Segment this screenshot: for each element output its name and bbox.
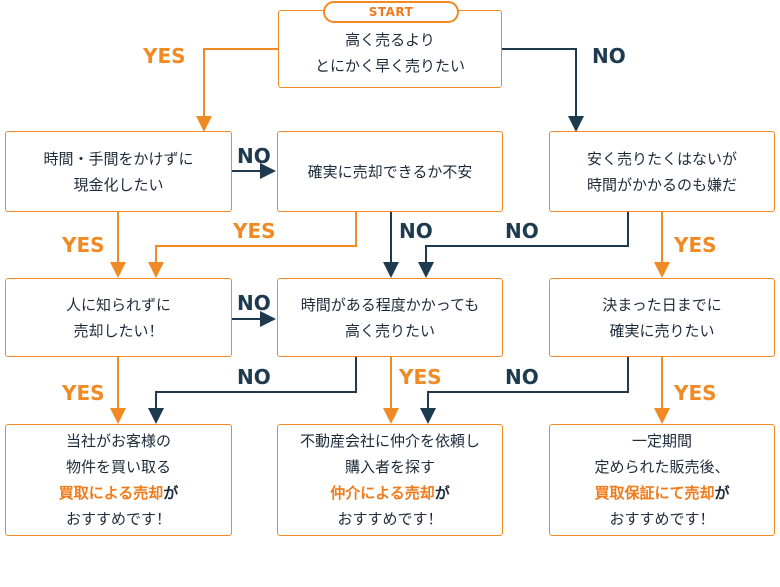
result-guarantee: 一定期間 定められた販売後、 買取保証にて売却が おすすめです！	[549, 424, 775, 536]
node-q2-line1: 時間・手間をかけずに	[43, 149, 194, 168]
node-q1-line1: 高く売るより	[345, 31, 435, 49]
label-q3-yes: YES	[233, 219, 276, 243]
result-brokerage-line1: 不動産会社に仲介を依頼し	[299, 432, 480, 450]
result-brokerage-suffix: が	[434, 484, 450, 502]
result-guarantee-line2: 定められた販売後、	[594, 458, 730, 476]
node-q1: 高く売るより とにかく早く売りたい	[278, 10, 502, 88]
result-buyout-line4: おすすめです！	[65, 510, 171, 528]
node-q4-line1: 安く売りたくはないが	[586, 149, 737, 168]
result-buyout-accent: 買取による売却	[58, 484, 164, 502]
node-q5-line2: 売却したい！	[73, 321, 164, 340]
node-q5: 人に知られずに 売却したい！	[5, 278, 232, 357]
label-start-no: NO	[592, 44, 626, 68]
result-buyout-suffix: が	[163, 484, 179, 502]
result-buyout-line1: 当社がお客様の	[65, 432, 171, 450]
label-q6-yes: YES	[399, 365, 442, 389]
node-q1-line2: とにかく早く売りたい	[314, 57, 465, 75]
result-brokerage: 不動産会社に仲介を依頼し 購入者を探す 仲介による売却が おすすめです！	[277, 424, 503, 536]
label-q3-no: NO	[399, 219, 433, 243]
label-q7-yes: YES	[674, 381, 717, 405]
label-q5-yes: YES	[62, 381, 105, 405]
label-q4-yes: YES	[674, 233, 717, 257]
label-q7-no: NO	[505, 365, 539, 389]
node-q6-line1: 時間がある程度かかっても	[300, 295, 480, 314]
arrow-q4-no	[418, 212, 629, 278]
label-q6-no: NO	[237, 365, 271, 389]
result-brokerage-line4: おすすめです！	[337, 510, 443, 528]
result-buyout-line2: 物件を買い取る	[65, 458, 171, 476]
arrow-q6-no	[148, 357, 357, 424]
node-q2: 時間・手間をかけずに 現金化したい	[5, 131, 232, 212]
arrow-q3-yes	[148, 212, 357, 278]
result-buyout-line3: 買取による売却が	[59, 480, 179, 506]
node-q4: 安く売りたくはないが 時間がかかるのも嫌だ	[549, 131, 775, 212]
result-brokerage-line2: 購入者を探す	[344, 458, 435, 476]
node-q2-line2: 現金化したい	[73, 175, 164, 194]
start-badge: START	[323, 1, 459, 23]
result-guarantee-accent: 買取保証にて売却	[594, 484, 715, 502]
label-q5-no: NO	[237, 291, 271, 315]
arrow-start-no	[502, 48, 584, 132]
label-q2-no: NO	[237, 144, 271, 168]
label-start-yes: YES	[143, 44, 186, 68]
arrow-q7-no	[420, 357, 629, 424]
node-q3-line1: 確実に売却できるか不安	[307, 162, 473, 181]
result-guarantee-line1: 一定期間	[631, 432, 692, 450]
node-q7: 決まった日までに 確実に売りたい	[549, 278, 775, 357]
result-brokerage-accent: 仲介による売却	[330, 484, 435, 502]
label-q4-no: NO	[505, 219, 539, 243]
label-q2-yes: YES	[62, 233, 105, 257]
result-buyout: 当社がお客様の 物件を買い取る 買取による売却が おすすめです！	[5, 424, 232, 536]
result-guarantee-line4: おすすめです！	[609, 510, 715, 528]
result-guarantee-line3: 買取保証にて売却が	[594, 480, 729, 506]
node-q3: 確実に売却できるか不安	[277, 131, 503, 212]
result-guarantee-suffix: が	[714, 484, 730, 502]
result-brokerage-line3: 仲介による売却が	[330, 480, 450, 506]
node-q5-line1: 人に知られずに	[65, 295, 171, 314]
node-q7-line2: 確実に売りたい	[609, 321, 715, 340]
node-q6-line2: 高く売りたい	[344, 321, 435, 340]
node-q4-line2: 時間がかかるのも嫌だ	[586, 175, 737, 194]
node-q6: 時間がある程度かかっても 高く売りたい	[277, 278, 503, 357]
arrow-start-yes	[196, 48, 278, 132]
node-q7-line1: 決まった日までに	[602, 295, 722, 314]
